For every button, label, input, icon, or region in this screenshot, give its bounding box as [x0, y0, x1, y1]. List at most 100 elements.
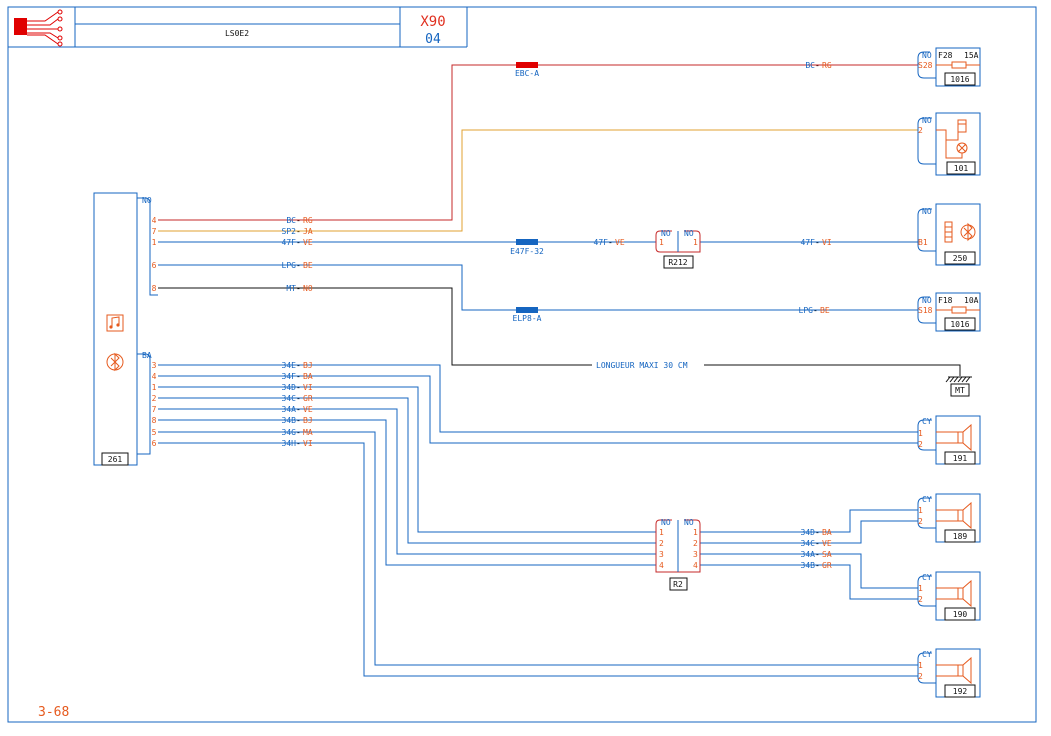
speaker-189: CY 1 2 189: [917, 493, 981, 543]
wire-label: 34A-VE: [282, 405, 313, 414]
connector-logo-icon: [14, 9, 63, 47]
svg-text:-: -: [296, 394, 301, 403]
svg-text:-: -: [608, 238, 613, 247]
svg-text:34C: 34C: [801, 539, 816, 548]
svg-text:EBC-A: EBC-A: [515, 69, 539, 78]
pin-label: 4: [693, 561, 698, 570]
svg-text:MA: MA: [303, 428, 313, 437]
pin-label: B1: [918, 238, 928, 247]
component-id: 190: [953, 610, 968, 619]
svg-text:VE: VE: [615, 238, 625, 247]
pin-label: 8: [152, 284, 157, 293]
svg-text:34H: 34H: [282, 439, 297, 448]
schematic-id: LS0E2: [225, 29, 249, 38]
svg-text:BC: BC: [286, 216, 296, 225]
component-250: NO B1 250: [917, 203, 981, 266]
wire-label: LPG-BE: [799, 306, 830, 315]
wire-label: 34C-VE: [801, 539, 832, 548]
svg-text:34A: 34A: [282, 405, 297, 414]
wires: [158, 64, 961, 677]
pin-label: 2: [659, 539, 664, 548]
svg-text:SA: SA: [822, 550, 832, 559]
svg-text:-: -: [296, 416, 301, 425]
component-id: R212: [668, 258, 687, 267]
svg-text:E47F-32: E47F-32: [510, 247, 544, 256]
bluetooth-icon: [960, 222, 976, 242]
svg-text:-: -: [815, 550, 820, 559]
pin-label: 4: [152, 216, 157, 225]
pin-label: 3: [693, 550, 698, 559]
svg-text:GR: GR: [822, 561, 832, 570]
pin-label: 1: [659, 528, 664, 537]
fuse-rating: 15A: [964, 51, 979, 60]
svg-text:BA: BA: [822, 528, 832, 537]
music-note-icon: [106, 314, 124, 332]
fuse-rating: 10A: [964, 296, 979, 305]
pin-label: 2: [918, 440, 923, 449]
pin-label: 1: [693, 528, 698, 537]
svg-text:-: -: [815, 238, 820, 247]
pin-label: 5: [152, 428, 157, 437]
svg-text:34G: 34G: [282, 428, 297, 437]
pin-label: 2: [918, 672, 923, 681]
pin-label: S28: [918, 61, 933, 70]
svg-text:NO: NO: [303, 284, 313, 293]
connector-label: CY: [922, 573, 932, 582]
connector-label: CY: [922, 495, 932, 504]
fuse-label: F28: [938, 51, 953, 60]
pin-label: 4: [152, 372, 157, 381]
speaker-191: CY 1 2 191: [917, 415, 981, 465]
svg-text:-: -: [296, 261, 301, 270]
svg-text:-: -: [296, 284, 301, 293]
svg-text:RG: RG: [303, 216, 313, 225]
connector-label: NO: [661, 229, 671, 238]
pin-label: S18: [918, 306, 933, 315]
pin-label: 8: [152, 416, 157, 425]
pin-label: 1: [918, 661, 923, 670]
wire-label: 34B-BJ: [282, 416, 313, 425]
svg-text:-: -: [815, 561, 820, 570]
pin-label: 1: [152, 238, 157, 247]
fuse-icon: [936, 306, 980, 314]
svg-text:-: -: [296, 361, 301, 370]
svg-text:-: -: [296, 405, 301, 414]
wire-label: BC-RG: [805, 61, 831, 70]
wire-label: 34E-BJ: [282, 361, 313, 370]
svg-text:GR: GR: [303, 394, 313, 403]
pin-label: 2: [918, 595, 923, 604]
svg-text:-: -: [296, 428, 301, 437]
wire-label: 34C-GR: [282, 394, 313, 403]
speaker-190: CY 1 2 190: [917, 571, 981, 621]
pin-label: 6: [152, 439, 157, 448]
pin-label: 1: [659, 238, 664, 247]
svg-text:-: -: [296, 238, 301, 247]
speaker-icon: [936, 656, 972, 685]
pin-label: 1: [918, 506, 923, 515]
connector-label: NO: [922, 116, 932, 125]
component-id: 261: [108, 455, 123, 464]
svg-text:BJ: BJ: [303, 361, 313, 370]
component-id: 192: [953, 687, 968, 696]
wire-label: 47F-VE: [282, 238, 313, 247]
page-number: 3-68: [38, 705, 69, 720]
component-101: NO 2 101: [917, 112, 981, 176]
connector-label: NO: [922, 207, 932, 216]
svg-text:-: -: [296, 439, 301, 448]
component-id: R2: [673, 580, 683, 589]
component-id: 101: [954, 164, 969, 173]
wire-label: LPG-BE: [282, 261, 313, 270]
svg-text:34A: 34A: [801, 550, 816, 559]
svg-text:-: -: [296, 216, 301, 225]
component-id: MT: [955, 386, 965, 395]
svg-text:BJ: BJ: [303, 416, 313, 425]
pin-label: 1: [918, 584, 923, 593]
connector-label: CY: [922, 417, 932, 426]
svg-text:47F: 47F: [801, 238, 816, 247]
page-frame: [7, 6, 1037, 723]
connector-label: BA: [142, 351, 152, 360]
svg-text:VI: VI: [822, 238, 832, 247]
component-id: 1016: [950, 320, 969, 329]
pin-label: 3: [152, 361, 157, 370]
connector-label: NO: [684, 518, 694, 527]
speaker-192: CY 1 2 192: [917, 648, 981, 698]
